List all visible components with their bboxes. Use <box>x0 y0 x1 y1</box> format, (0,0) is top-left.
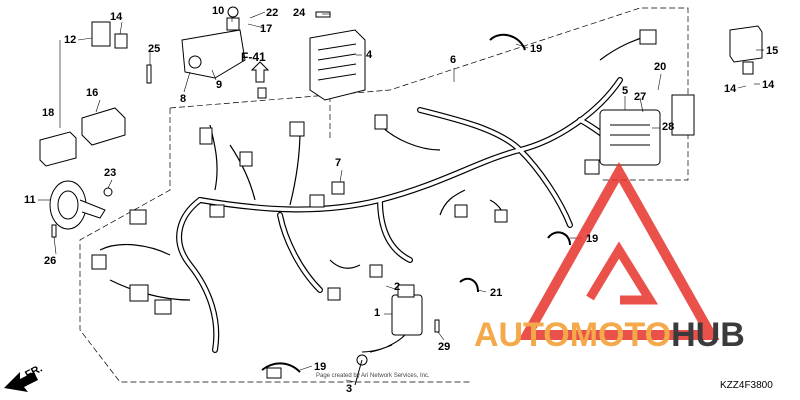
callout-21: 21 <box>490 287 503 299</box>
callout-25: 23 <box>104 167 117 179</box>
callout-9: 9 <box>216 79 223 91</box>
callout-28: 26 <box>44 255 57 267</box>
harness-branch-wires <box>99 34 651 353</box>
callout-19-right: 19 <box>586 233 599 245</box>
callout-14-right: 14 <box>762 79 775 91</box>
watermark-logo-icon <box>518 161 720 340</box>
callout-19-bottom: 19 <box>314 361 327 373</box>
connectors <box>91 29 657 379</box>
callout-7: 7 <box>335 157 342 169</box>
copyright-text: Page created by Ari Network Services, In… <box>316 373 430 379</box>
front-direction-arrow <box>4 372 38 392</box>
callout-23: 29 <box>438 341 451 353</box>
callout-17: 18 <box>42 107 55 119</box>
ecu-unit <box>309 29 366 101</box>
callout-13: 14 <box>110 11 123 23</box>
watermark-text: AUTOMOTOHUB <box>474 316 745 355</box>
watermark-part-moto: MOTO <box>569 316 672 354</box>
callout-22: 20 <box>654 61 667 73</box>
figure-reference: F-41 <box>241 50 266 64</box>
callout-26: 24 <box>293 7 306 19</box>
callout-14-left: 14 <box>724 83 737 95</box>
relay-12-13 <box>91 21 128 49</box>
callout-6: 6 <box>450 54 457 66</box>
ignition-coil <box>354 284 423 386</box>
callout-10: 10 <box>212 5 225 17</box>
callout-3: 3 <box>346 383 353 395</box>
horn <box>49 180 106 230</box>
callout-15: 15 <box>766 45 779 57</box>
callout-2: 2 <box>394 281 401 293</box>
callout-27: 25 <box>148 43 161 55</box>
figure-ref-arrow <box>250 61 270 83</box>
callout-29: 27 <box>634 91 647 103</box>
callout-11: 11 <box>24 194 36 206</box>
callout-24: 22 <box>266 7 279 19</box>
callout-16: 16 <box>86 87 99 99</box>
callout-4: 4 <box>366 49 373 61</box>
watermark-part-hub: HUB <box>671 316 745 354</box>
fuse-box <box>599 94 695 166</box>
callout-20: 19 <box>530 43 543 55</box>
callout-18: 17 <box>260 23 273 35</box>
fasteners <box>51 11 440 333</box>
callout-8: 8 <box>180 93 187 105</box>
callout-1: 1 <box>374 307 381 319</box>
diagram-code: KZZ4F3800 <box>720 380 773 391</box>
watermark-part-auto: AUTO <box>474 316 570 354</box>
callout-30: 28 <box>662 121 675 133</box>
leader-lines <box>38 11 764 383</box>
relay-modules <box>39 25 763 167</box>
bracket-assembly <box>181 6 246 79</box>
callout-12: 12 <box>64 34 77 46</box>
callout-5: 5 <box>622 85 629 97</box>
